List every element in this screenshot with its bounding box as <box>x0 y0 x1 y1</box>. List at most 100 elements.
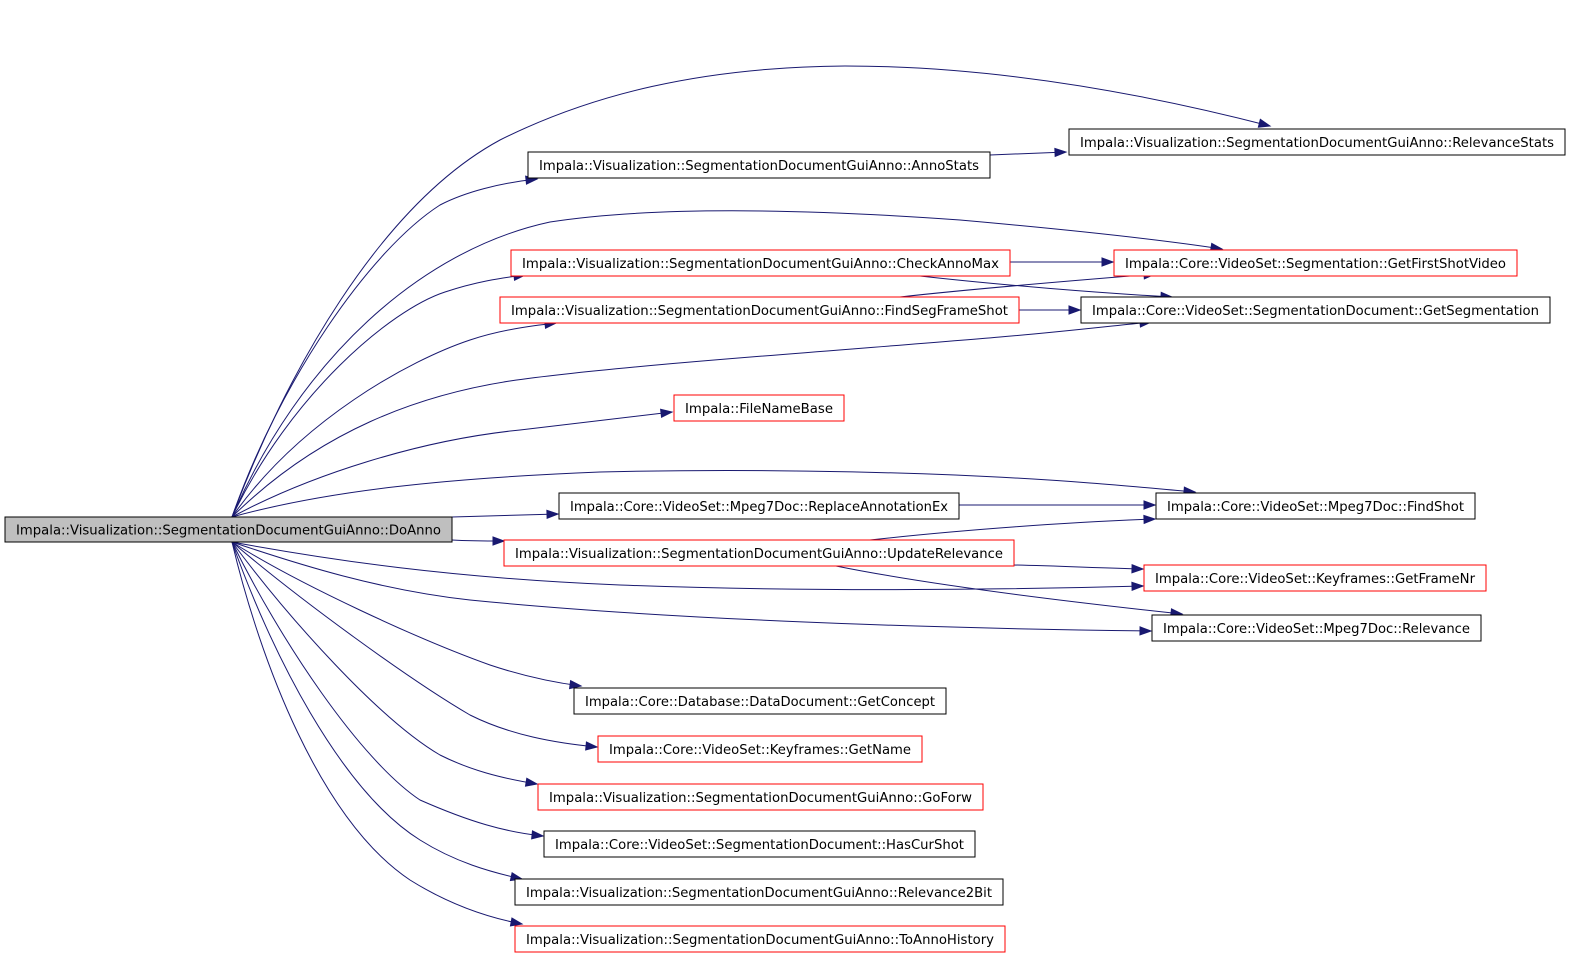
edge-line <box>231 178 538 518</box>
node-getframenr[interactable]: Impala::Core::VideoSet::Keyframes::GetFr… <box>1143 564 1487 592</box>
edge-doanno-to-rel2bit <box>231 541 524 882</box>
node-findshot[interactable]: Impala::Core::VideoSet::Mpeg7Doc::FindSh… <box>1155 492 1476 520</box>
node-getconcept[interactable]: Impala::Core::Database::DataDocument::Ge… <box>573 687 947 715</box>
node-goforw[interactable]: Impala::Visualization::SegmentationDocum… <box>537 783 984 811</box>
node-getname[interactable]: Impala::Core::VideoSet::Keyframes::GetNa… <box>597 735 923 763</box>
edge-line <box>869 518 1156 541</box>
edge-line <box>231 322 557 518</box>
edge-line <box>231 65 1271 518</box>
node-box <box>1068 128 1566 156</box>
node-label: Impala::Core::VideoSet::Keyframes::GetNa… <box>609 742 911 758</box>
node-box <box>1151 614 1482 642</box>
arrowhead-icon <box>660 408 674 419</box>
node-box <box>1080 296 1551 324</box>
edge-annostats-to-relstats <box>989 147 1068 158</box>
node-findsegframe[interactable]: Impala::Visualization::SegmentationDocum… <box>499 296 1020 324</box>
arrowhead-icon <box>531 830 545 840</box>
edge-doanno-to-goforw <box>231 541 539 787</box>
arrowhead-icon <box>524 777 539 787</box>
edge-doanno-to-relstats <box>231 65 1272 518</box>
node-getfirstshot[interactable]: Impala::Core::VideoSet::Segmentation::Ge… <box>1113 249 1518 277</box>
node-box <box>4 516 453 543</box>
node-filenamebase[interactable]: Impala::FileNameBase <box>673 394 845 422</box>
node-layer: Impala::Visualization::SegmentationDocum… <box>4 128 1566 953</box>
edge-doanno-to-getconcept <box>231 541 583 690</box>
node-label: Impala::Visualization::SegmentationDocum… <box>526 932 994 948</box>
edge-doanno-to-toannohist <box>231 541 524 927</box>
node-relevance[interactable]: Impala::Core::VideoSet::Mpeg7Doc::Releva… <box>1151 614 1482 642</box>
node-checkannomax[interactable]: Impala::Visualization::SegmentationDocum… <box>510 249 1011 277</box>
node-label: Impala::Visualization::SegmentationDocum… <box>515 546 1003 562</box>
edge-layer <box>231 65 1272 927</box>
edge-doanno-to-getframenr <box>231 541 1145 592</box>
arrowhead-icon <box>1131 581 1145 592</box>
node-replaceanno[interactable]: Impala::Core::VideoSet::Mpeg7Doc::Replac… <box>558 492 960 520</box>
node-doanno[interactable]: Impala::Visualization::SegmentationDocum… <box>4 516 453 543</box>
node-rel2bit[interactable]: Impala::Visualization::SegmentationDocum… <box>514 878 1004 906</box>
edge-doanno-to-annostats <box>231 175 539 518</box>
edge-doanno-to-hascurshot <box>231 541 545 840</box>
node-label: Impala::Core::VideoSet::Keyframes::GetFr… <box>1155 571 1475 587</box>
edge-line <box>231 274 526 518</box>
node-label: Impala::Core::VideoSet::Mpeg7Doc::Replac… <box>570 499 948 515</box>
arrowhead-icon <box>1054 147 1068 158</box>
arrowhead-icon <box>1139 626 1153 636</box>
edge-line <box>231 541 582 687</box>
node-box <box>514 878 1004 906</box>
node-box <box>1143 564 1487 592</box>
arrowhead-icon <box>1068 305 1082 315</box>
edge-line <box>231 210 1223 518</box>
node-getsegmentation[interactable]: Impala::Core::VideoSet::SegmentationDocu… <box>1080 296 1551 324</box>
edge-replaceanno-to-findshot <box>959 500 1157 510</box>
arrowhead-icon <box>1143 514 1157 525</box>
node-label: Impala::Visualization::SegmentationDocum… <box>522 256 999 272</box>
edge-line <box>835 565 1183 615</box>
edge-line <box>231 541 1152 632</box>
edge-line <box>451 513 559 518</box>
node-box <box>558 492 960 520</box>
node-relstats[interactable]: Impala::Visualization::SegmentationDocum… <box>1068 128 1566 156</box>
node-label: Impala::Visualization::SegmentationDocum… <box>1080 135 1554 151</box>
arrowhead-icon <box>585 741 599 751</box>
node-box <box>543 830 976 858</box>
node-updaterel[interactable]: Impala::Visualization::SegmentationDocum… <box>503 539 1015 567</box>
arrowhead-icon <box>1143 500 1157 510</box>
edge-updaterel-to-relevance <box>835 565 1184 618</box>
node-label: Impala::Core::VideoSet::SegmentationDocu… <box>1092 303 1539 319</box>
node-toannohist[interactable]: Impala::Visualization::SegmentationDocum… <box>514 925 1006 953</box>
node-annostats[interactable]: Impala::Visualization::SegmentationDocum… <box>527 151 991 179</box>
edge-line <box>231 541 598 748</box>
edge-updaterel-to-findshot <box>869 514 1157 541</box>
node-box <box>573 687 947 715</box>
node-hascurshot[interactable]: Impala::Core::VideoSet::SegmentationDocu… <box>543 830 976 858</box>
node-label: Impala::Core::VideoSet::Mpeg7Doc::FindSh… <box>1167 499 1464 515</box>
node-label: Impala::Visualization::SegmentationDocum… <box>539 158 979 174</box>
node-box <box>673 394 845 422</box>
edge-findsegframe-to-getsegmentation <box>1019 305 1082 315</box>
edge-line <box>231 321 1152 518</box>
node-label: Impala::Visualization::SegmentationDocum… <box>526 885 992 901</box>
edge-doanno-to-updaterel <box>451 536 506 546</box>
edge-doanno-to-findsegframe <box>231 319 558 518</box>
node-label: Impala::Visualization::SegmentationDocum… <box>511 303 1008 319</box>
edge-line <box>231 541 1144 591</box>
arrowhead-icon <box>1257 118 1272 128</box>
node-box <box>597 735 923 763</box>
edge-line <box>231 411 673 518</box>
node-label: Impala::FileNameBase <box>685 401 833 417</box>
edge-doanno-to-filenamebase <box>231 408 674 518</box>
edge-line <box>231 541 523 925</box>
node-box <box>527 151 991 179</box>
edge-doanno-to-checkannomax <box>231 271 527 518</box>
node-box <box>537 783 984 811</box>
arrowhead-icon <box>1131 564 1145 574</box>
node-label: Impala::Core::Database::DataDocument::Ge… <box>585 694 935 710</box>
node-label: Impala::Visualization::SegmentationDocum… <box>549 790 972 806</box>
node-label: Impala::Core::VideoSet::Mpeg7Doc::Releva… <box>1163 621 1470 637</box>
node-label: Impala::Core::VideoSet::Segmentation::Ge… <box>1125 256 1506 272</box>
node-box <box>514 925 1006 953</box>
node-box <box>1113 249 1518 277</box>
node-box <box>499 296 1020 324</box>
edge-checkannomax-to-getfirstshot <box>1010 257 1115 267</box>
